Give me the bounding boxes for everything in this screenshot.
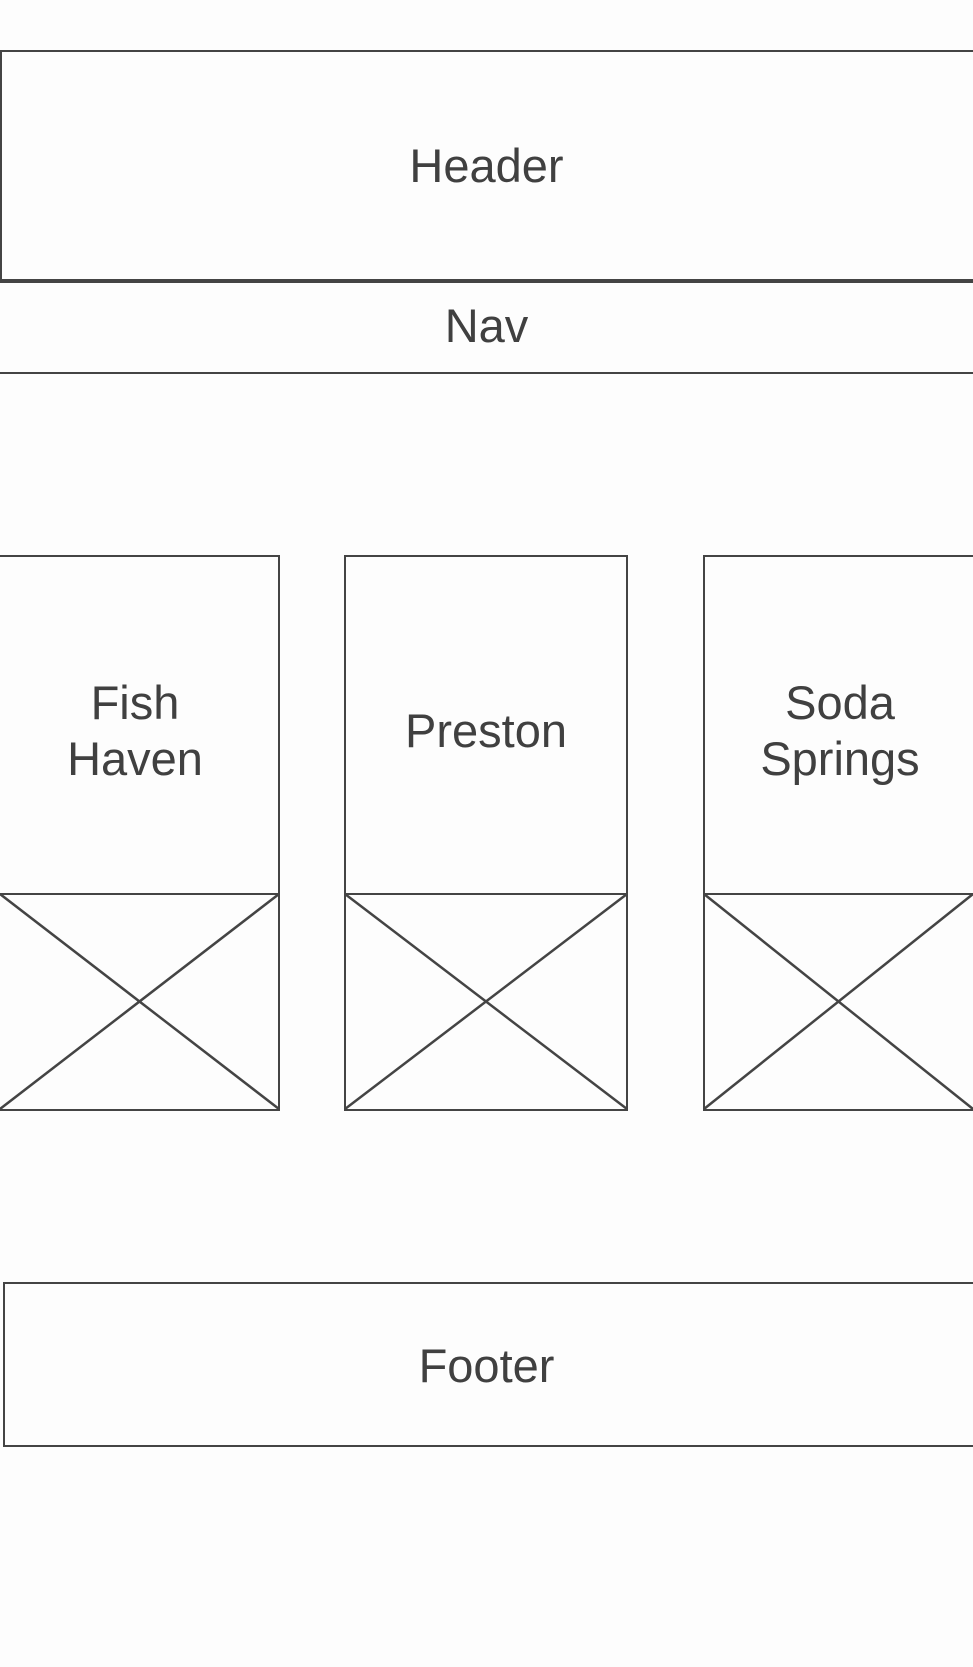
card-title: Fish Haven bbox=[67, 676, 203, 786]
card-divider bbox=[0, 893, 280, 895]
footer-box: Footer bbox=[3, 1282, 973, 1447]
card-preston: Preston bbox=[344, 555, 628, 1111]
nav-label: Nav bbox=[444, 299, 529, 352]
image-placeholder-icon bbox=[703, 893, 973, 1110]
card-title: Preston bbox=[405, 704, 567, 757]
card-fish-haven: Fish Haven bbox=[0, 555, 280, 1111]
header-label: Header bbox=[409, 139, 564, 192]
footer-label: Footer bbox=[418, 1339, 555, 1392]
card-divider bbox=[703, 893, 973, 895]
nav-top-line bbox=[0, 281, 973, 283]
card-soda-springs: Soda Springs bbox=[703, 555, 973, 1111]
image-placeholder-icon bbox=[344, 893, 628, 1110]
card-divider bbox=[344, 893, 628, 895]
image-placeholder-icon bbox=[0, 893, 280, 1110]
header-box: Header bbox=[0, 50, 973, 281]
nav-bottom-line bbox=[0, 372, 973, 374]
card-title: Soda Springs bbox=[760, 676, 920, 786]
